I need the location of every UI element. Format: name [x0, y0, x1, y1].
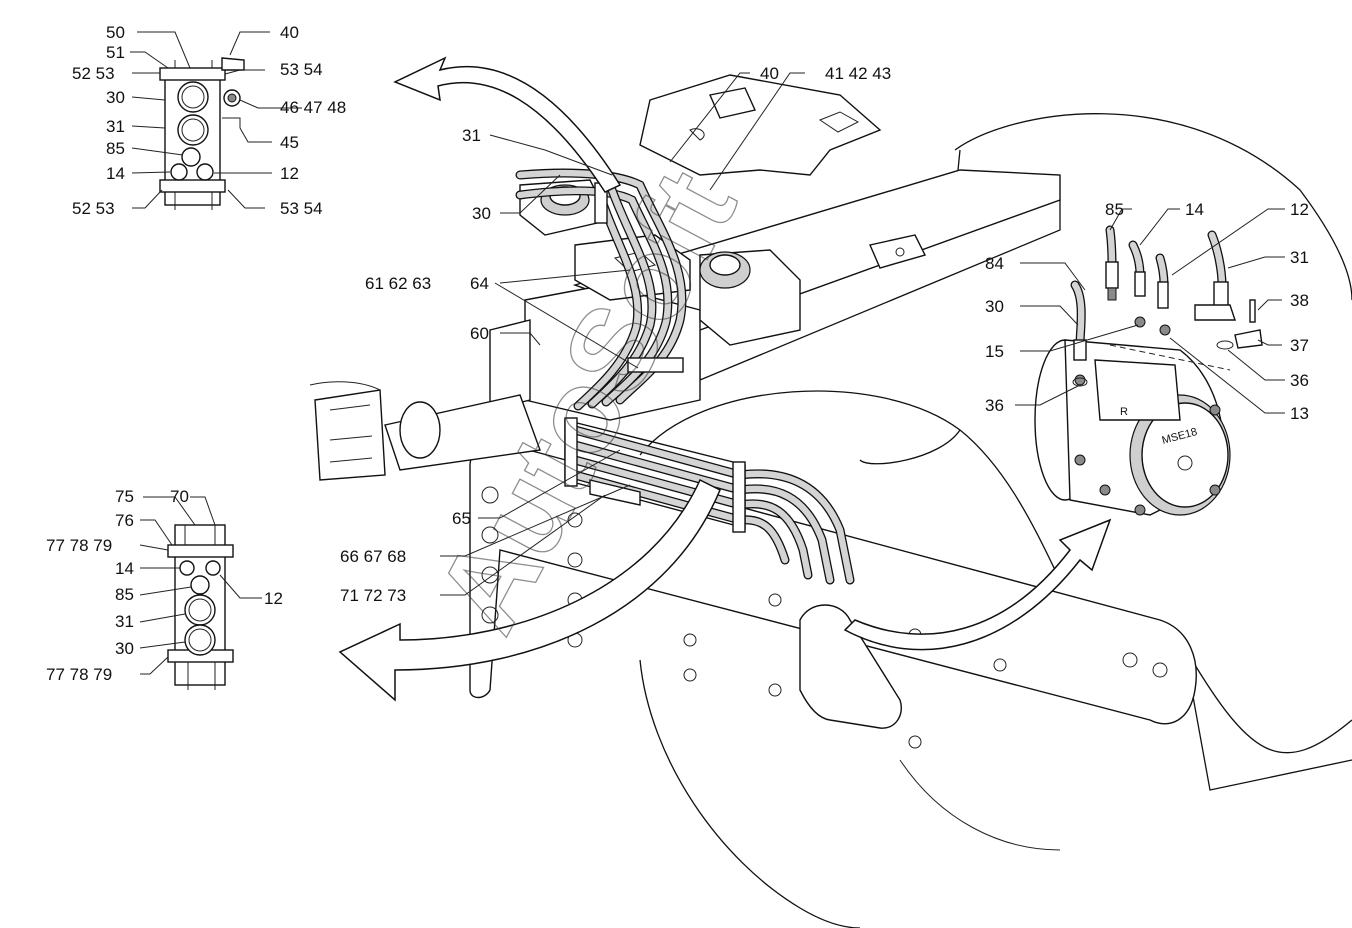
- callout-bl-8: 31: [115, 612, 134, 631]
- callout-bl-4: 77 78 79: [46, 536, 112, 555]
- callout-motor-4: 84: [985, 254, 1004, 273]
- callout-labels: 50 40 51 52 53 53 54 30 46 47 48 31 45 8…: [46, 23, 1309, 684]
- callout-main-4: 30: [472, 204, 491, 223]
- upper-mount-plate: [639, 74, 882, 176]
- callout-tl-3: 51: [106, 43, 125, 62]
- callout-motor-6: 30: [985, 297, 1004, 316]
- callout-motor-7: 38: [1290, 291, 1309, 310]
- callout-motor-1: 85: [1105, 200, 1124, 219]
- callout-tl-5: 53 54: [280, 60, 323, 79]
- inset-clamp-bottom: [167, 524, 234, 690]
- callout-tl-8: 31: [106, 117, 125, 136]
- callout-bl-5: 14: [115, 559, 134, 578]
- callout-bl-2: 70: [170, 487, 189, 506]
- callout-main-1: 40: [760, 64, 779, 83]
- arrow-top: [393, 56, 622, 193]
- callout-tl-13: 52 53: [72, 199, 115, 218]
- callout-motor-10: 36: [1290, 371, 1309, 390]
- hose-clamps: [564, 182, 746, 533]
- callout-bl-1: 75: [115, 487, 134, 506]
- callout-main-10: 71 72 73: [340, 586, 406, 605]
- callout-tl-14: 53 54: [280, 199, 323, 218]
- callout-bl-6: 12: [264, 589, 283, 608]
- callout-tl-12: 12: [280, 164, 299, 183]
- callout-motor-9: 37: [1290, 336, 1309, 355]
- callout-tl-2: 40: [280, 23, 299, 42]
- hydraulic-cylinder: [309, 381, 541, 481]
- callout-motor-12: 13: [1290, 404, 1309, 423]
- callout-tl-4: 52 53: [72, 64, 115, 83]
- callout-motor-11: 36: [985, 396, 1004, 415]
- direction-arrows: [338, 56, 1112, 702]
- leader-lines: [130, 31, 1285, 675]
- callout-main-9: 66 67 68: [340, 547, 406, 566]
- callout-motor-8: 15: [985, 342, 1004, 361]
- arch-detail: [859, 429, 961, 465]
- inset-clamp-top: [159, 57, 245, 210]
- callout-motor-5: 31: [1290, 248, 1309, 267]
- callout-main-7: 60: [470, 324, 489, 343]
- arrow-right: [843, 518, 1112, 651]
- callout-motor-2: 14: [1185, 200, 1204, 219]
- callout-tl-7: 46 47 48: [280, 98, 346, 117]
- callout-tl-11: 14: [106, 164, 125, 183]
- callout-main-3: 31: [462, 126, 481, 145]
- callout-main-5: 61 62 63: [365, 274, 431, 293]
- frame-beam: [572, 169, 1061, 381]
- callout-bl-3: 76: [115, 511, 134, 530]
- motor-port-mark: R: [1120, 406, 1128, 418]
- callout-tl-6: 30: [106, 88, 125, 107]
- callout-main-6: 64: [470, 274, 489, 293]
- callout-main-8: 65: [452, 509, 471, 528]
- callout-bl-7: 85: [115, 585, 134, 604]
- callout-bl-10: 77 78 79: [46, 665, 112, 684]
- callout-tl-1: 50: [106, 23, 125, 42]
- arrow-bottom-left: [338, 478, 721, 702]
- callout-motor-3: 12: [1290, 200, 1309, 219]
- callout-tl-9: 45: [280, 133, 299, 152]
- callout-tl-10: 85: [106, 139, 125, 158]
- motor-hoses: [1070, 225, 1263, 387]
- drive-motor: MSE18 R: [1034, 339, 1231, 516]
- arch-curve: [639, 390, 1061, 581]
- callout-main-2: 41 42 43: [825, 64, 891, 83]
- callout-bl-9: 30: [115, 639, 134, 658]
